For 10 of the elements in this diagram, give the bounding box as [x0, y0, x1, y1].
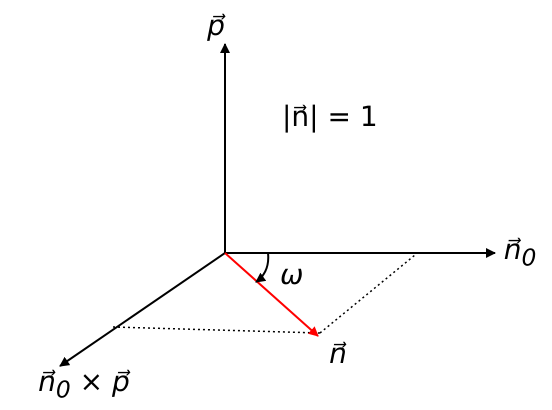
vector-label: n⃗: [329, 337, 347, 371]
vector-label: n⃗$_{0}$ × p⃗: [38, 365, 130, 406]
axis-arrow: [225, 248, 496, 258]
norm-equation: |n⃗| = 1: [282, 100, 378, 134]
vector-arrow: [224, 252, 319, 337]
vector-label: n⃗$_{0}$: [504, 233, 536, 274]
angle-label: ω: [280, 258, 304, 292]
axis-arrow: [220, 43, 230, 253]
vector-label: p⃗: [207, 9, 225, 43]
axis-arrow: [59, 252, 226, 367]
